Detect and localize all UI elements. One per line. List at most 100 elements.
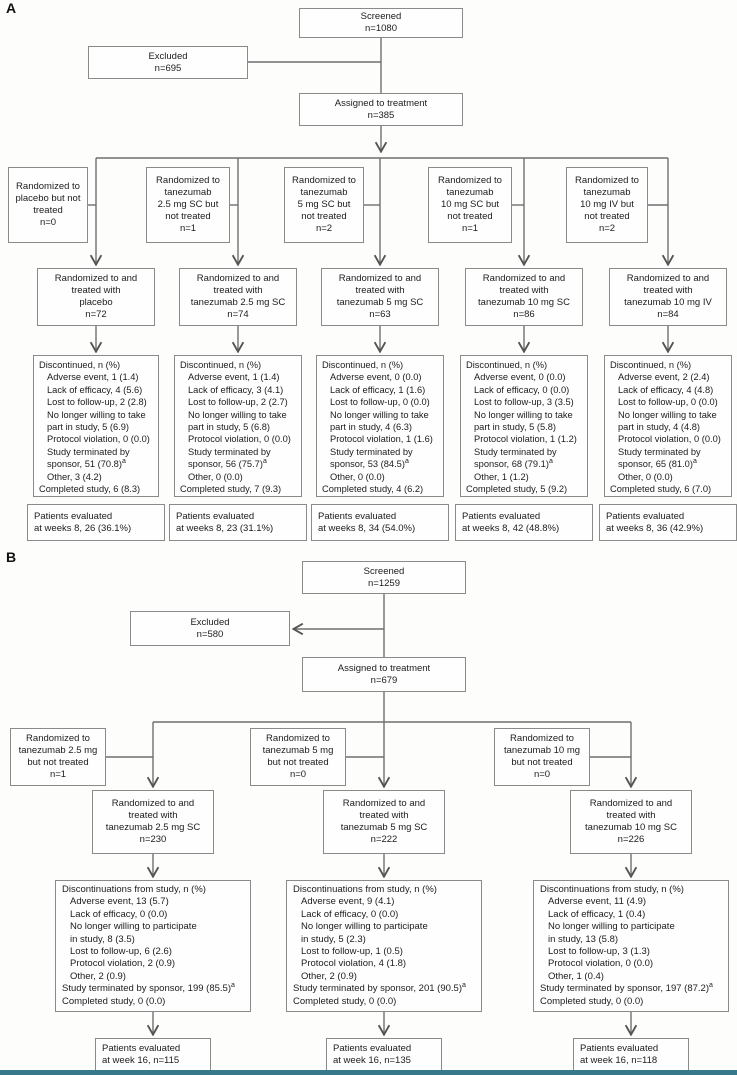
text-line: Protocol violation, 0 (0.0) — [548, 958, 654, 970]
text-line: Randomized to and — [589, 798, 673, 809]
text-line: at week 16, n=115 — [102, 1055, 180, 1066]
disc-header: Discontinuations from study, n (%) — [62, 884, 206, 895]
text-line: treated with — [643, 285, 693, 296]
text-line: Lack of efficacy, 4 (5.6) — [47, 384, 143, 395]
text-line: n=1 — [461, 223, 479, 234]
text-line: No longer willing to take — [188, 409, 287, 420]
text-line: Patients evaluated — [318, 510, 397, 522]
text-line: n=86 — [513, 309, 535, 320]
text-line: 10 mg SC but — [440, 199, 500, 210]
footnote-superscript: a — [231, 982, 235, 990]
disc-header: Discontinuations from study, n (%) — [293, 884, 437, 895]
text-line: Randomized to and — [111, 798, 195, 809]
footnote-superscript: a — [462, 982, 466, 990]
text-line: Randomized to — [510, 733, 574, 744]
text-line: 5 mg SC but — [297, 199, 351, 210]
text-line: Patients evaluated — [606, 510, 685, 522]
text-line: Lost to follow-up, 6 (2.6) — [70, 946, 172, 958]
text-line: treated with — [359, 810, 409, 821]
text-line: Lost to follow-up, 0 (0.0) — [618, 397, 718, 408]
footnote-superscript: a — [121, 458, 126, 466]
discontinued-box: Discontinuations from study, n (%) Adver… — [55, 880, 251, 1012]
text-line: Adverse event, 9 (4.1) — [301, 896, 395, 908]
discontinued-box: Discontinued, n (%) Adverse event, 1 (1.… — [33, 355, 159, 497]
text-line: treated with — [355, 285, 405, 296]
text-line: Patients evaluated — [34, 510, 113, 522]
text-line: n=385 — [367, 109, 395, 121]
text-line: Randomized to — [438, 175, 502, 186]
text-line: tanezumab 10 mg IV — [624, 297, 712, 308]
disc-header: Discontinued, n (%) — [180, 360, 262, 370]
text-line: No longer willing to take — [618, 409, 717, 420]
text-line: at weeks 8, 42 (48.8%) — [462, 522, 560, 534]
text-line: Protocol violation, 0 (0.0) — [618, 434, 721, 445]
text-line: Lost to follow-up, 0 (0.0) — [330, 397, 430, 408]
text-line: Adverse event, 0 (0.0) — [330, 372, 422, 383]
text-line: at weeks 8, 36 (42.9%) — [606, 522, 704, 534]
text-line: n=2 — [598, 223, 616, 234]
text-line: tanezumab 5 mg SC — [340, 822, 428, 833]
disc-header: Discontinued, n (%) — [466, 360, 548, 370]
text-line: Adverse event, 13 (5.7) — [70, 896, 169, 908]
text-line: n=84 — [657, 309, 679, 320]
text-line: Lost to follow-up, 2 (2.7) — [188, 397, 288, 408]
text-line: Assigned to treatment — [334, 97, 428, 109]
footnote-superscript: a — [262, 458, 267, 466]
text-line: No longer willing to participate — [548, 921, 675, 933]
text-line: Randomized to — [575, 175, 639, 186]
text-line: part in study, 4 (6.3) — [330, 422, 412, 433]
text-line: Adverse event, 11 (4.9) — [548, 896, 647, 908]
text-line: Screened — [360, 11, 402, 22]
text-line: Randomized to — [266, 733, 330, 744]
panel-b-label: B — [6, 549, 17, 565]
text-line: Screened — [363, 565, 405, 577]
text-line: Lost to follow-up, 3 (1.3) — [548, 946, 650, 958]
text-line: at weeks 8, 34 (54.0%) — [318, 522, 416, 534]
text-line: Randomized to and — [338, 273, 422, 284]
text-line: at week 16, n=118 — [580, 1055, 658, 1066]
text-line: not treated — [584, 211, 630, 222]
text-line: not treated — [301, 211, 347, 222]
text-line: 2.5 mg SC but — [157, 199, 219, 210]
text-line: Randomized to — [156, 175, 220, 186]
disc-header: Discontinued, n (%) — [39, 360, 121, 370]
text-line: in study, 5 (2.3) — [301, 933, 366, 945]
text-line: tanezumab — [300, 187, 348, 198]
text-line: Patients evaluated — [333, 1043, 412, 1054]
text-line: Randomized to and — [54, 273, 138, 284]
text-line: tanezumab 5 mg — [262, 745, 334, 756]
text-line: Adverse event, 0 (0.0) — [474, 372, 566, 383]
text-line: Lost to follow-up, 2 (2.8) — [47, 397, 147, 408]
text-line: Lack of efficacy, 0 (0.0) — [474, 384, 570, 395]
text-line: n=679 — [370, 674, 398, 686]
footnote-superscript: a — [692, 458, 697, 466]
text-line: Protocol violation, 1 (1.6) — [330, 434, 433, 445]
text-line: Randomized to — [16, 181, 80, 192]
text-line: treated with — [213, 285, 263, 296]
text-line: n=0 — [39, 217, 57, 228]
text-line: tanezumab — [446, 187, 494, 198]
text-line: tanezumab 10 mg SC — [585, 822, 677, 833]
text-line: tanezumab — [164, 187, 212, 198]
text-line: treated with — [71, 285, 121, 296]
text-line: Lack of efficacy, 4 (4.8) — [618, 384, 714, 395]
text-line: Other, 1 (0.4) — [548, 970, 604, 982]
text-line: Adverse event, 1 (1.4) — [188, 372, 280, 383]
text-line: Randomized to and — [482, 273, 566, 284]
text-line: n=0 — [533, 769, 551, 780]
text-line: Patients evaluated — [580, 1043, 659, 1054]
text-line: Assigned to treatment — [337, 662, 431, 674]
text-line: n=2 — [315, 223, 333, 234]
disc-header: Discontinuations from study, n (%) — [540, 884, 684, 895]
